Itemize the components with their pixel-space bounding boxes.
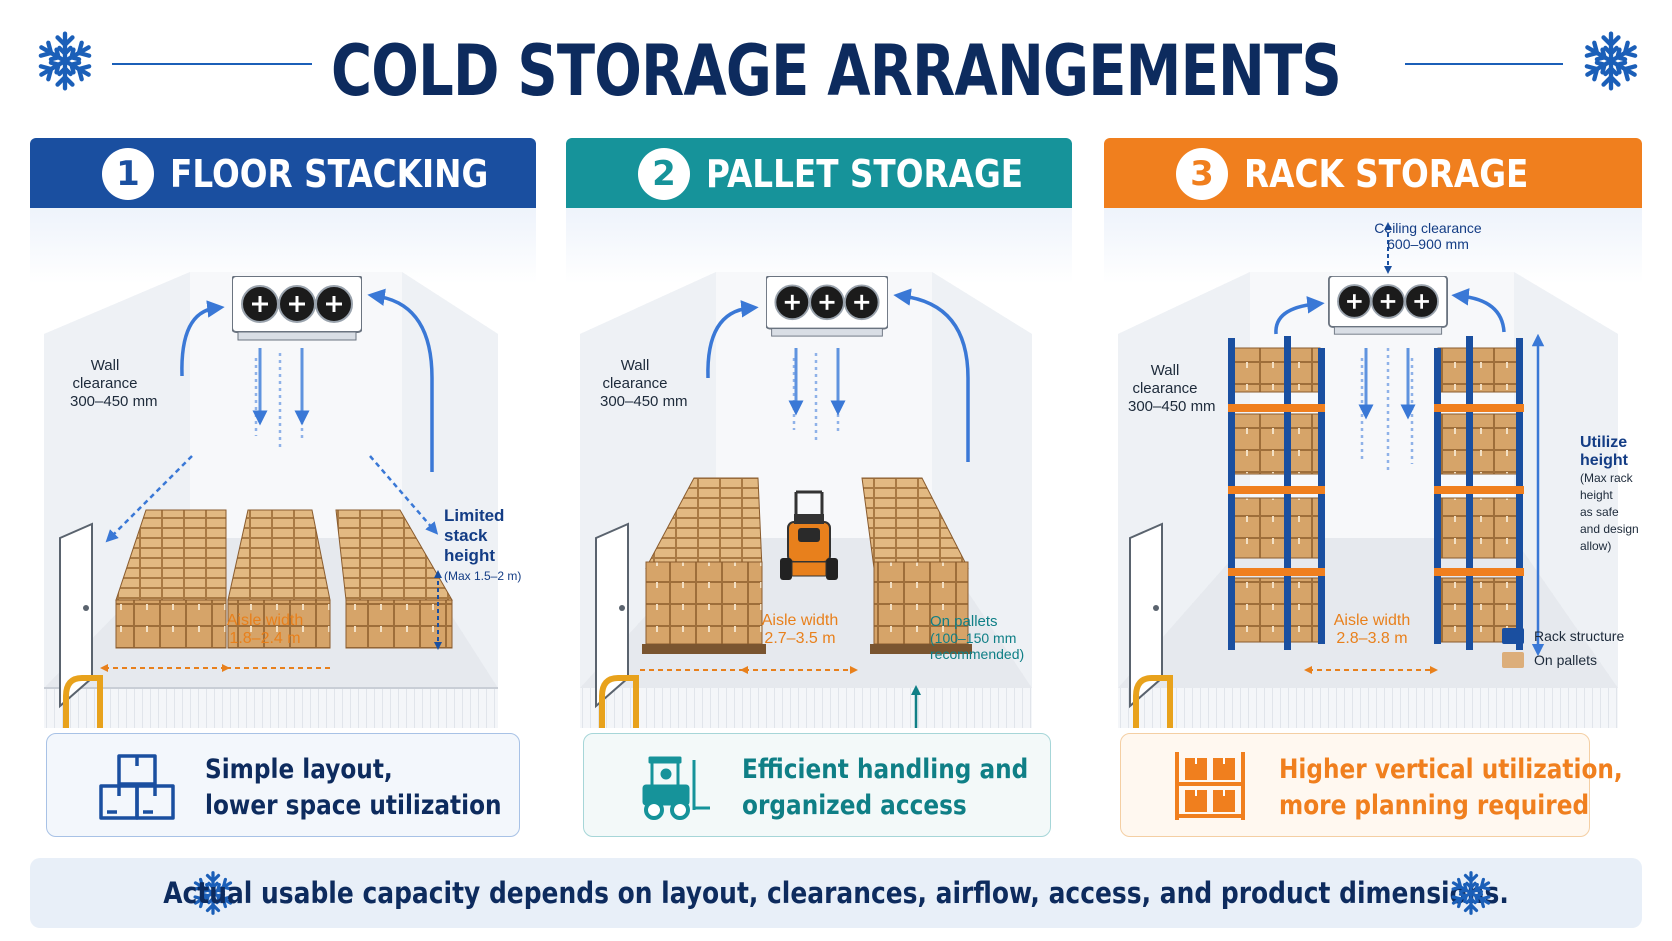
evaporator-unit-icon xyxy=(1328,276,1448,336)
snowflake-icon xyxy=(1580,30,1642,92)
card-text: Higher vertical utilization,more plannin… xyxy=(1279,754,1623,821)
panel-title: RACK STORAGE xyxy=(1244,152,1529,196)
panel-title: PALLET STORAGE xyxy=(706,152,1024,196)
snowflake-icon xyxy=(34,30,96,92)
boxes-icon xyxy=(99,754,175,820)
rack-icon xyxy=(1175,752,1245,820)
card-floor-stacking: Simple layout,lower space utilization xyxy=(46,733,520,837)
legend-rack-structure: Rack structure xyxy=(1534,628,1625,644)
legend-swatch-rack xyxy=(1502,628,1524,644)
panel-floor-stacking: 1 FLOOR STACKING xyxy=(30,138,536,838)
header: COLD STORAGE ARRANGEMENTS xyxy=(0,20,1672,120)
evaporator-unit-icon xyxy=(766,276,888,338)
evaporator-unit-icon xyxy=(232,276,362,342)
footer-note: Actual usable capacity depends on layout… xyxy=(30,858,1642,928)
floor-stacking-room-illustration xyxy=(44,272,498,728)
pallet-storage-room-illustration xyxy=(580,272,1032,728)
panel-header: 3 RACK STORAGE xyxy=(1104,138,1642,208)
header-rule-left xyxy=(112,63,312,65)
card-text: Simple layout,lower space utilization xyxy=(205,754,502,821)
legend-swatch-pallets xyxy=(1502,652,1524,668)
rack-right xyxy=(1434,336,1524,650)
panel-pallet-storage: 2 PALLET STORAGE xyxy=(566,138,1072,838)
step-number: 1 xyxy=(102,148,154,200)
header-rule-right xyxy=(1405,63,1563,65)
step-number: 2 xyxy=(638,148,690,200)
page-title: COLD STORAGE ARRANGEMENTS xyxy=(330,30,1342,112)
panel-header: 1 FLOOR STACKING xyxy=(30,138,536,208)
snowflake-icon xyxy=(1448,870,1494,916)
forklift-icon xyxy=(642,756,710,820)
panel-title: FLOOR STACKING xyxy=(170,152,489,196)
legend-on-pallets: On pallets xyxy=(1534,652,1598,668)
rack-left xyxy=(1228,336,1325,650)
panel-header: 2 PALLET STORAGE xyxy=(566,138,1072,208)
panel-rack-storage: 3 RACK STORAGE xyxy=(1104,138,1642,838)
card-rack-storage: Higher vertical utilization,more plannin… xyxy=(1120,733,1623,837)
step-number: 3 xyxy=(1176,148,1228,200)
footer-text: Actual usable capacity depends on layout… xyxy=(163,876,1509,910)
rack-storage-room-illustration xyxy=(1118,222,1618,728)
forklift-icon xyxy=(780,490,838,580)
